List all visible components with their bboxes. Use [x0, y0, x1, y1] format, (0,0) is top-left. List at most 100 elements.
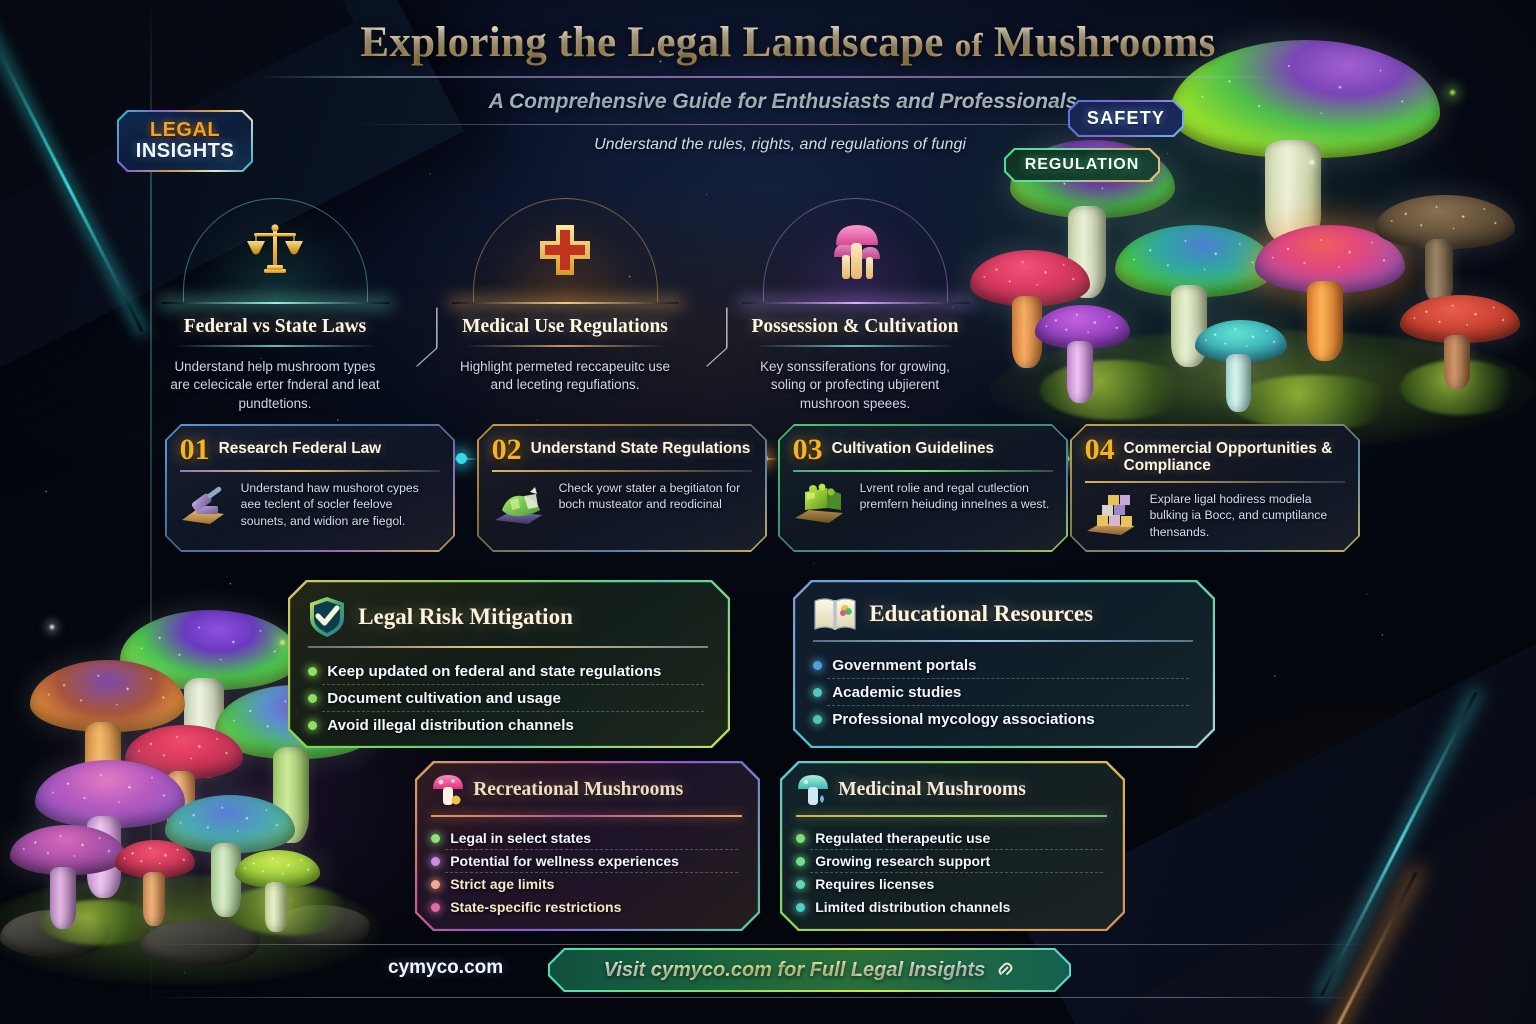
list-item-label: Strict age limits: [450, 876, 555, 893]
bullet-dot: [796, 903, 805, 912]
step-card-03[interactable]: 03 Cultivation Guidelines: [778, 424, 1068, 552]
panel-body: Recreational Mushrooms Legal in select s…: [417, 763, 758, 929]
list-item[interactable]: Legal in select states: [431, 827, 742, 850]
list-item[interactable]: Regulated therapeutic use: [796, 827, 1107, 850]
stacked-boxes-icon: [1085, 491, 1141, 539]
list-item[interactable]: Strict age limits: [431, 873, 742, 896]
badge-safety[interactable]: SAFETY: [1068, 100, 1184, 137]
item-divider: [810, 849, 1103, 850]
step-number: 02: [491, 432, 522, 466]
step-card-01[interactable]: 01 Research Federal Law: [165, 424, 455, 552]
list-item[interactable]: Keep updated on federal and state regula…: [308, 658, 708, 685]
pillar-underline: [754, 345, 956, 347]
list-item[interactable]: Professional mycology associations: [813, 706, 1193, 733]
bullet-dot: [813, 715, 822, 724]
list-item[interactable]: Avoid illegal distribution channels: [308, 712, 708, 739]
panel-recreational-mushrooms[interactable]: Recreational Mushrooms Legal in select s…: [415, 761, 760, 931]
pillar-possession-cultivation[interactable]: Possession & Cultivation Key sonssiferat…: [730, 198, 980, 413]
bullet-dot: [813, 661, 822, 670]
panel-educational-resources[interactable]: Educational Resources Government portals…: [793, 580, 1215, 748]
bullet-dot: [308, 694, 317, 703]
item-divider: [445, 872, 738, 873]
step-content: Check yowr stater a begitiaton for boch …: [492, 480, 753, 528]
gavel-icon: [180, 480, 232, 526]
pillar-title: Possession & Cultivation: [751, 316, 959, 337]
step-number: 03: [792, 432, 823, 466]
bullet-dot: [796, 834, 805, 843]
pillar-title: Medical Use Regulations: [462, 316, 668, 337]
pillar-medical-use[interactable]: Medical Use Regulations Highlight permet…: [440, 198, 690, 395]
step-content: Understand haw mushorot cypes aee teclen…: [180, 480, 441, 529]
list-item-label: Academic studies: [832, 683, 962, 701]
footer-divider-top: [150, 944, 1372, 945]
list-item[interactable]: Growing research support: [796, 850, 1107, 873]
list-item-label: Professional mycology associations: [832, 710, 1095, 728]
state-map-icon: [492, 480, 550, 528]
shield-check-icon: [308, 596, 346, 638]
list-item[interactable]: State-specific restrictions: [431, 896, 742, 919]
list-item[interactable]: Document cultivation and usage: [308, 685, 708, 712]
medical-cross-icon: [536, 221, 594, 279]
step-title: Research Federal Law: [218, 439, 382, 457]
list-item-label: Government portals: [832, 656, 977, 674]
list-item[interactable]: Limited distribution channels: [796, 896, 1107, 919]
step-card-02[interactable]: 02 Understand State Regulations: [477, 424, 767, 552]
item-divider: [322, 684, 704, 685]
panel-list: Regulated therapeutic use Growing resear…: [796, 827, 1107, 919]
list-item[interactable]: Government portals: [813, 652, 1193, 679]
bullet-dot: [813, 688, 822, 697]
bullet-dot: [796, 880, 805, 889]
list-item-label: State-specific restrictions: [450, 899, 622, 916]
bullet-dot: [431, 857, 440, 866]
badge-regulation-label: REGULATION: [1024, 155, 1140, 173]
badge-regulation[interactable]: REGULATION: [1004, 148, 1160, 182]
page-title: Exploring the Legal Landscape of Mushroo…: [0, 18, 1536, 67]
step-header: 02 Understand State Regulations: [492, 436, 753, 464]
item-divider: [827, 705, 1189, 706]
panel-title: Educational Resources: [869, 601, 1094, 627]
panel-legal-risk-mitigation[interactable]: Legal Risk Mitigation Keep updated on fe…: [288, 580, 730, 748]
list-item-label: Potential for wellness experiences: [450, 853, 679, 870]
panel-body: Legal Risk Mitigation Keep updated on fe…: [290, 582, 728, 746]
cta-button[interactable]: Visit cymyco.com for Full Legal Insights: [548, 948, 1071, 992]
list-item-label: Regulated therapeutic use: [815, 830, 991, 847]
panel-list: Government portals Academic studies Prof…: [813, 652, 1193, 733]
footer-brand: cymyco.com: [388, 957, 504, 978]
step-description: Lvrent rolie and regal cutlection premfe…: [859, 480, 1050, 512]
page-tagline: Understand the rules, rights, and regula…: [594, 135, 966, 153]
step-title: Cultivation Guidelines: [831, 439, 995, 457]
step-number: 04: [1084, 432, 1115, 466]
panel-divider: [308, 646, 708, 648]
panel-medicinal-mushrooms[interactable]: Medicinal Mushrooms Regulated therapeuti…: [780, 761, 1125, 931]
panel-header: Legal Risk Mitigation: [308, 596, 708, 638]
panel-list: Legal in select states Potential for wel…: [431, 827, 742, 919]
step-content: Explare ligal hodiress modiela bulking i…: [1085, 491, 1346, 540]
pillar-federal-vs-state[interactable]: Federal vs State Laws Understand help mu…: [150, 198, 400, 413]
step-divider: [1085, 481, 1346, 483]
list-item[interactable]: Potential for wellness experiences: [431, 850, 742, 873]
list-item[interactable]: Requires licenses: [796, 873, 1107, 896]
step-description: Understand haw mushorot cypes aee teclen…: [240, 480, 419, 528]
panel-divider: [813, 640, 1193, 642]
step-divider: [492, 470, 753, 472]
panel-header: Educational Resources: [813, 596, 1193, 632]
badge-inner: [1070, 102, 1182, 135]
badge-safety-label: SAFETY: [1086, 108, 1166, 129]
cta-body: Visit cymyco.com for Full Legal Insights: [550, 950, 1069, 990]
step-divider: [180, 470, 441, 472]
cta-label: Visit cymyco.com for Full Legal Insights: [603, 958, 986, 981]
step-card-04[interactable]: 04 Commercial Opportunities & Compliance: [1070, 424, 1360, 552]
panel-header: Recreational Mushrooms: [431, 773, 742, 807]
step-description: Explare ligal hodiress modiela bulking i…: [1149, 491, 1328, 539]
panel-divider: [796, 815, 1107, 817]
bullet-dot: [308, 667, 317, 676]
step-divider: [793, 470, 1054, 472]
step-title: Understand State Regulations: [530, 439, 751, 457]
list-item-label: Avoid illegal distribution channels: [327, 716, 574, 734]
step-header: 04 Commercial Opportunities & Compliance: [1085, 436, 1346, 475]
step-connector-dot-1: [456, 453, 467, 464]
badge-legal-insights[interactable]: LEGAL INSIGHTS: [117, 110, 253, 172]
step-number: 01: [179, 432, 210, 466]
badge-legal-line2: INSIGHTS: [135, 140, 235, 162]
list-item[interactable]: Academic studies: [813, 679, 1193, 706]
